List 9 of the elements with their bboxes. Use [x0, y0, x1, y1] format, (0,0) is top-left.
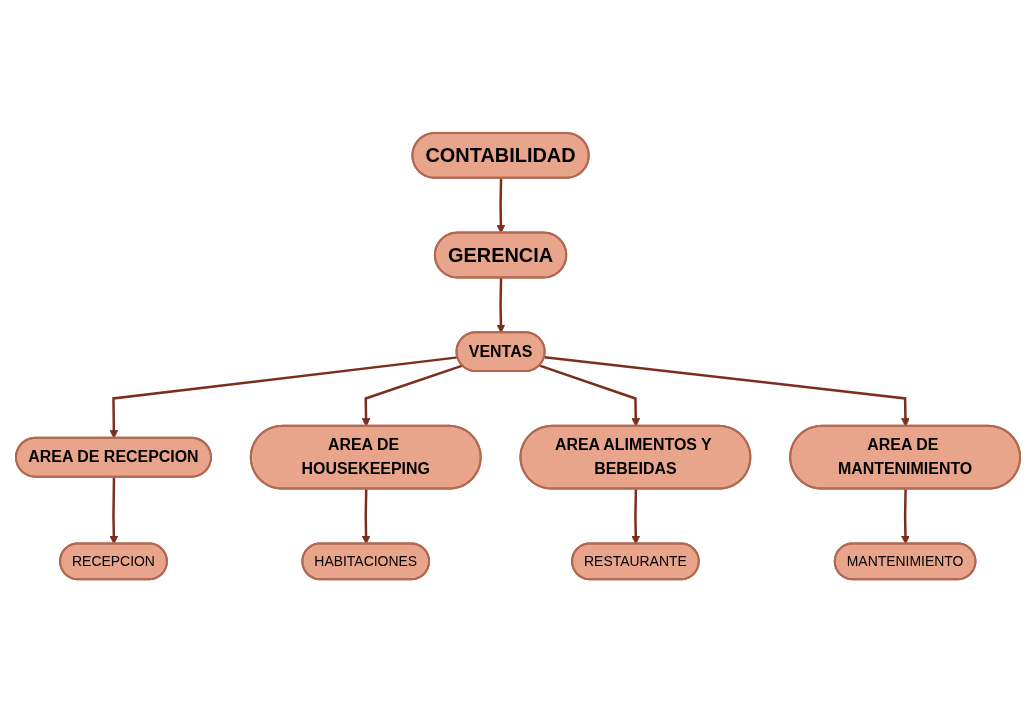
arrow [900, 489, 910, 545]
arrow [108, 477, 118, 545]
arrow [496, 178, 505, 234]
arrow [538, 364, 640, 428]
arrow [630, 489, 640, 545]
arrow [361, 489, 370, 545]
arrow [543, 356, 910, 428]
arrow [361, 364, 463, 428]
arrow [496, 278, 505, 334]
